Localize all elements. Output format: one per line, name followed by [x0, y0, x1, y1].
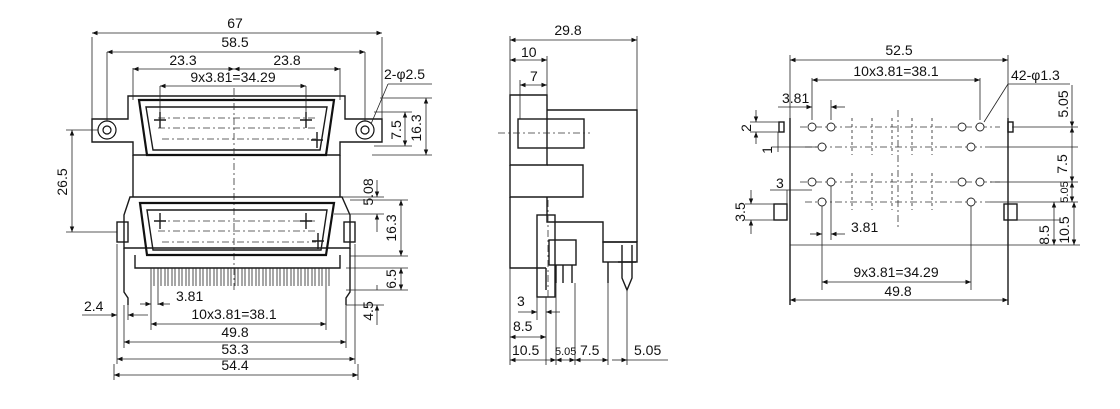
- dim-fp-left-3: 3: [776, 175, 784, 191]
- lower-connector: [116, 196, 356, 305]
- dim-flange-depth: 10: [521, 44, 537, 60]
- dim-overall-top: 67: [227, 15, 243, 31]
- dim-fp-left-2: 2: [738, 124, 754, 132]
- dim-hole-half-height: 7.5: [388, 120, 404, 140]
- dim-shell-depth: 7: [530, 68, 538, 84]
- dim-fp-pitch-top: 10x3.81=38.1: [853, 63, 938, 79]
- dim-fp-pitch-unit-bottom: 3.81: [851, 219, 878, 235]
- dim-fp-row-span: 49.8: [884, 283, 911, 299]
- front-view: 67 58.5 23.3 23.8 9x3.81=34.29 2-φ2.5: [54, 15, 432, 380]
- dim-fp-hole-spec: 42-φ1.3: [1011, 67, 1060, 83]
- dim-fp-right-7-5: 7.5: [1054, 154, 1070, 174]
- dim-fp-right-8-5: 8.5: [1036, 225, 1052, 245]
- dim-lower-offset: 5.08: [360, 178, 376, 205]
- dim-left-offset: 23.3: [169, 52, 196, 68]
- pin-holes-lower: [807, 177, 985, 207]
- pin-holes-upper: [807, 122, 985, 152]
- dim-foot-height: 4.5: [360, 301, 376, 321]
- dim-lower-height: 16.3: [383, 214, 399, 241]
- front-dimensions: 67 58.5 23.3 23.8 9x3.81=34.29 2-φ2.5: [54, 15, 432, 380]
- side-view: 29.8 10 7 3 8.5 10.5: [498, 22, 668, 365]
- dim-fp-overall: 52.5: [885, 42, 912, 58]
- slot-bottom-right: [1003, 203, 1018, 221]
- dim-bottom-5-05-b: 5.05: [634, 342, 661, 358]
- dim-fp-right-10-5: 10.5: [1056, 216, 1072, 243]
- dim-fp-left-1: 1: [759, 146, 775, 154]
- dim-mount-hole: 2-φ2.5: [384, 66, 425, 82]
- dim-fp-pitch-bottom: 9x3.81=34.29: [853, 264, 938, 280]
- dim-pitch-bottom-unit: 3.81: [176, 288, 203, 304]
- dim-depth: 29.8: [554, 22, 581, 38]
- side-dimensions: 29.8 10 7 3 8.5 10.5: [509, 22, 668, 365]
- dim-bottom-10-5: 10.5: [512, 342, 539, 358]
- dim-fp-left-3-5: 3.5: [732, 202, 748, 222]
- dim-fp-pitch-unit-top: 3.81: [782, 90, 809, 106]
- dim-bottom-3: 3: [517, 293, 525, 309]
- dim-flange-holes: 58.5: [221, 34, 248, 50]
- solder-tails: [150, 268, 330, 286]
- dim-fp-right-5-05: 5.05: [1055, 90, 1071, 117]
- slot-bottom-left: [773, 203, 788, 221]
- dim-overall-bottom: 54.4: [221, 357, 248, 373]
- dim-bottom-7-5: 7.5: [580, 342, 600, 358]
- footprint-dimensions: 52.5 10x3.81=38.1 42-φ1.3 3.81 2 1 5.05: [732, 42, 1080, 303]
- dim-body-width: 53.3: [221, 341, 248, 357]
- dim-pitch-top: 9x3.81=34.29: [190, 69, 275, 85]
- footprint-view: 52.5 10x3.81=38.1 42-φ1.3 3.81 2 1 5.05: [732, 42, 1080, 305]
- dim-right-offset: 23.8: [273, 52, 300, 68]
- upper-connector: [91, 88, 383, 290]
- dim-left-foot: 2.4: [84, 298, 104, 314]
- dim-tail-length: 6.5: [383, 269, 399, 289]
- dim-row-span: 49.8: [221, 324, 248, 340]
- dim-bottom-5-05-a: 5.05: [555, 346, 576, 358]
- slot-top-left: [778, 121, 785, 133]
- dim-upper-height: 16.3: [408, 114, 424, 141]
- dim-pitch-bottom: 10x3.81=38.1: [191, 306, 276, 322]
- dim-fp-right-5-05-small: 5.05: [1059, 181, 1071, 202]
- dim-stack-height: 26.5: [54, 168, 70, 195]
- dim-bottom-8-5: 8.5: [513, 318, 533, 334]
